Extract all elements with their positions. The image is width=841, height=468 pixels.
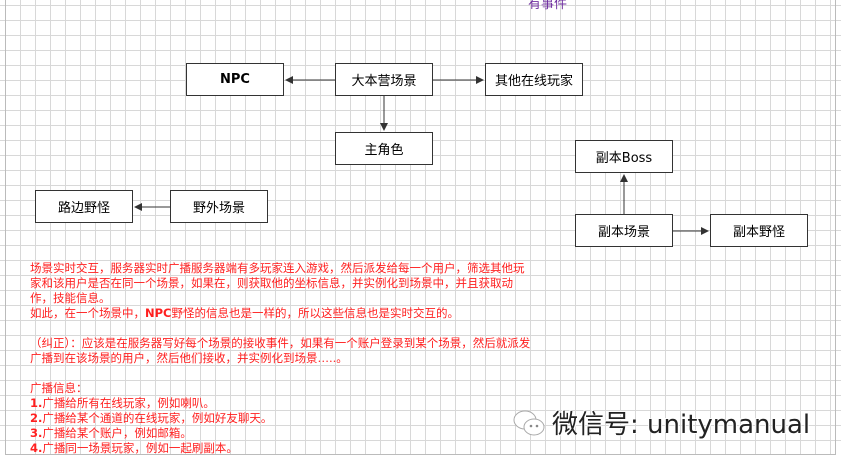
note-correction: （纠正）：应该是在服务器写好每个场景的接收事件，如果有一个账户登录到某个场景，然… [30, 336, 531, 365]
note-p2-start: 如此，在一个场景中， [30, 306, 145, 320]
note-p2-end: 野怪的信息也是一样的，所以这些信息也是实时交互的。 [171, 306, 460, 320]
box-dungeon-boss: 副本Boss [575, 140, 673, 173]
broadcast-list: 1.广播给所有在线玩家，例如喇叭。 2.广播给某个通道的在线玩家，例如好友聊天。… [30, 396, 272, 456]
wechat-watermark: 微信号: unitymanual [512, 404, 810, 441]
item-text: 广播给某个账户，例如邮箱。 [42, 426, 192, 440]
box-hero: 主角色 [335, 132, 433, 165]
page-frame [5, 0, 836, 455]
item-text: 广播给所有在线玩家，例如喇叭。 [42, 396, 215, 410]
broadcast-title: 广播信息： [30, 381, 88, 395]
item-number: 4. [30, 441, 43, 455]
item-text: 广播给某个通道的在线玩家，例如好友聊天。 [42, 411, 273, 425]
item-text: 广播同一场景玩家，例如一起刷副本。 [42, 441, 238, 455]
note-paragraph-1: 场景实时交互，服务器实时广播服务器端有多玩家连入游戏，然后派发给每一个用户，筛选… [30, 261, 525, 305]
item-number: 1. [30, 396, 43, 410]
broadcast-item: 2.广播给某个通道的在线玩家，例如好友聊天。 [30, 411, 272, 426]
item-number: 3. [30, 426, 43, 440]
box-dungeon-monster: 副本野怪 [710, 214, 808, 247]
box-field-scene: 野外场景 [170, 190, 268, 223]
note-paragraph-2: 如此，在一个场景中，NPC野怪的信息也是一样的，所以这些信息也是实时交互的。 [30, 306, 550, 321]
wechat-icon [513, 410, 545, 435]
diagram-title: 有事件 [528, 0, 568, 12]
item-number: 2. [30, 411, 43, 425]
broadcast-item: 1.广播给所有在线玩家，例如喇叭。 [30, 396, 272, 411]
broadcast-item: 3.广播给某个账户，例如邮箱。 [30, 426, 272, 441]
note-p2-npc: NPC [145, 306, 172, 320]
box-roadside-monster: 路边野怪 [35, 190, 133, 223]
watermark-text: 微信号: unitymanual [552, 410, 811, 440]
broadcast-item: 4.广播同一场景玩家，例如一起刷副本。 [30, 441, 272, 456]
box-npc: NPC [186, 63, 284, 96]
box-dungeon-scene: 副本场景 [575, 214, 673, 247]
box-base-scene: 大本营场景 [335, 63, 433, 96]
box-other-players: 其他在线玩家 [485, 63, 583, 96]
